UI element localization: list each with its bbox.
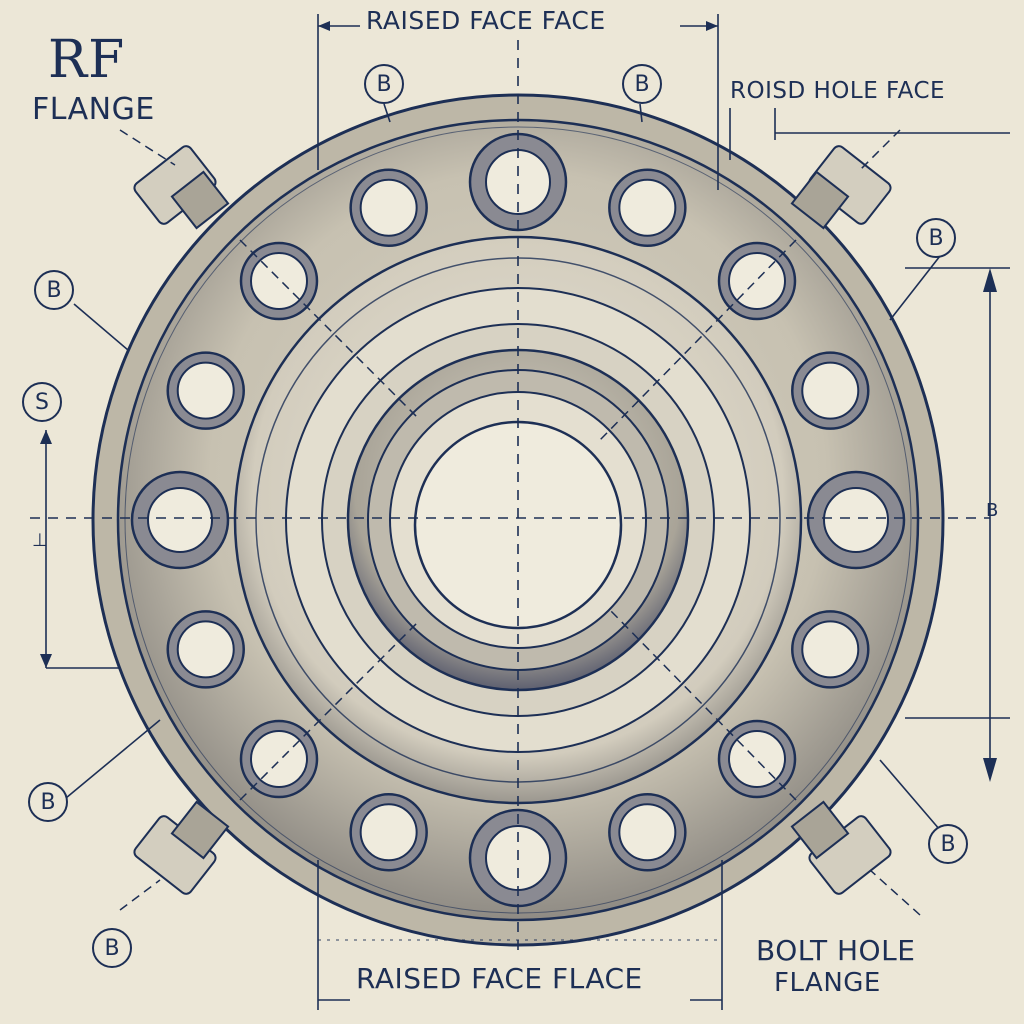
bolt-holes bbox=[130, 132, 906, 908]
bolt-hole bbox=[618, 803, 677, 862]
dimension-lines bbox=[45, 14, 1010, 1010]
bolt-hole bbox=[618, 178, 677, 237]
bolt-top-left bbox=[133, 145, 230, 230]
callout-left-lower: B bbox=[28, 782, 68, 822]
bolt-top-right bbox=[790, 145, 892, 230]
bolt-hole bbox=[359, 803, 418, 862]
left-side-mark: ⊥ bbox=[32, 530, 48, 551]
callout-left-upper: B bbox=[34, 270, 74, 310]
right-top-label: ROISD HOLE FACE bbox=[730, 78, 946, 104]
leader-lines bbox=[65, 103, 941, 831]
subtitle: FLANGE bbox=[32, 92, 155, 127]
bolt-hole bbox=[801, 361, 860, 420]
title: RF bbox=[48, 30, 126, 90]
bolt-hole bbox=[176, 620, 235, 679]
bolt-hole bbox=[176, 361, 235, 420]
callout-right-lower: B bbox=[928, 824, 968, 864]
bolt-hole bbox=[249, 251, 308, 310]
bolt-hole bbox=[801, 620, 860, 679]
callout-right-upper: B bbox=[916, 218, 956, 258]
right-side-mark: B bbox=[986, 500, 999, 521]
bolt-hole bbox=[249, 730, 308, 789]
bolt-hole bbox=[359, 178, 418, 237]
callout-left-s: S bbox=[22, 382, 62, 422]
bolt-hole bbox=[147, 487, 213, 553]
bolt-hole-sub-label: FLANGE bbox=[774, 968, 881, 998]
bolt-hole-label: BOLT HOLE bbox=[756, 934, 916, 967]
bolt-hole bbox=[728, 730, 787, 789]
diagonal-lines bbox=[119, 129, 921, 916]
raised-face bbox=[233, 235, 803, 805]
dimension-arrows bbox=[40, 21, 997, 782]
bolt-hole bbox=[823, 487, 889, 553]
bottom-dimension-label: RAISED FACE FLACE bbox=[356, 962, 643, 995]
callout-top-right: B bbox=[622, 64, 662, 104]
callout-top-left: B bbox=[364, 64, 404, 104]
bolt-hole bbox=[728, 251, 787, 310]
top-dimension-label: RAISED FACE FACE bbox=[366, 6, 606, 35]
bolt-bottom-left bbox=[133, 800, 230, 895]
center-lines bbox=[30, 40, 990, 950]
callout-bottom-left: B bbox=[92, 928, 132, 968]
bolt-bottom-right bbox=[790, 800, 892, 895]
side-bolts bbox=[133, 145, 892, 895]
